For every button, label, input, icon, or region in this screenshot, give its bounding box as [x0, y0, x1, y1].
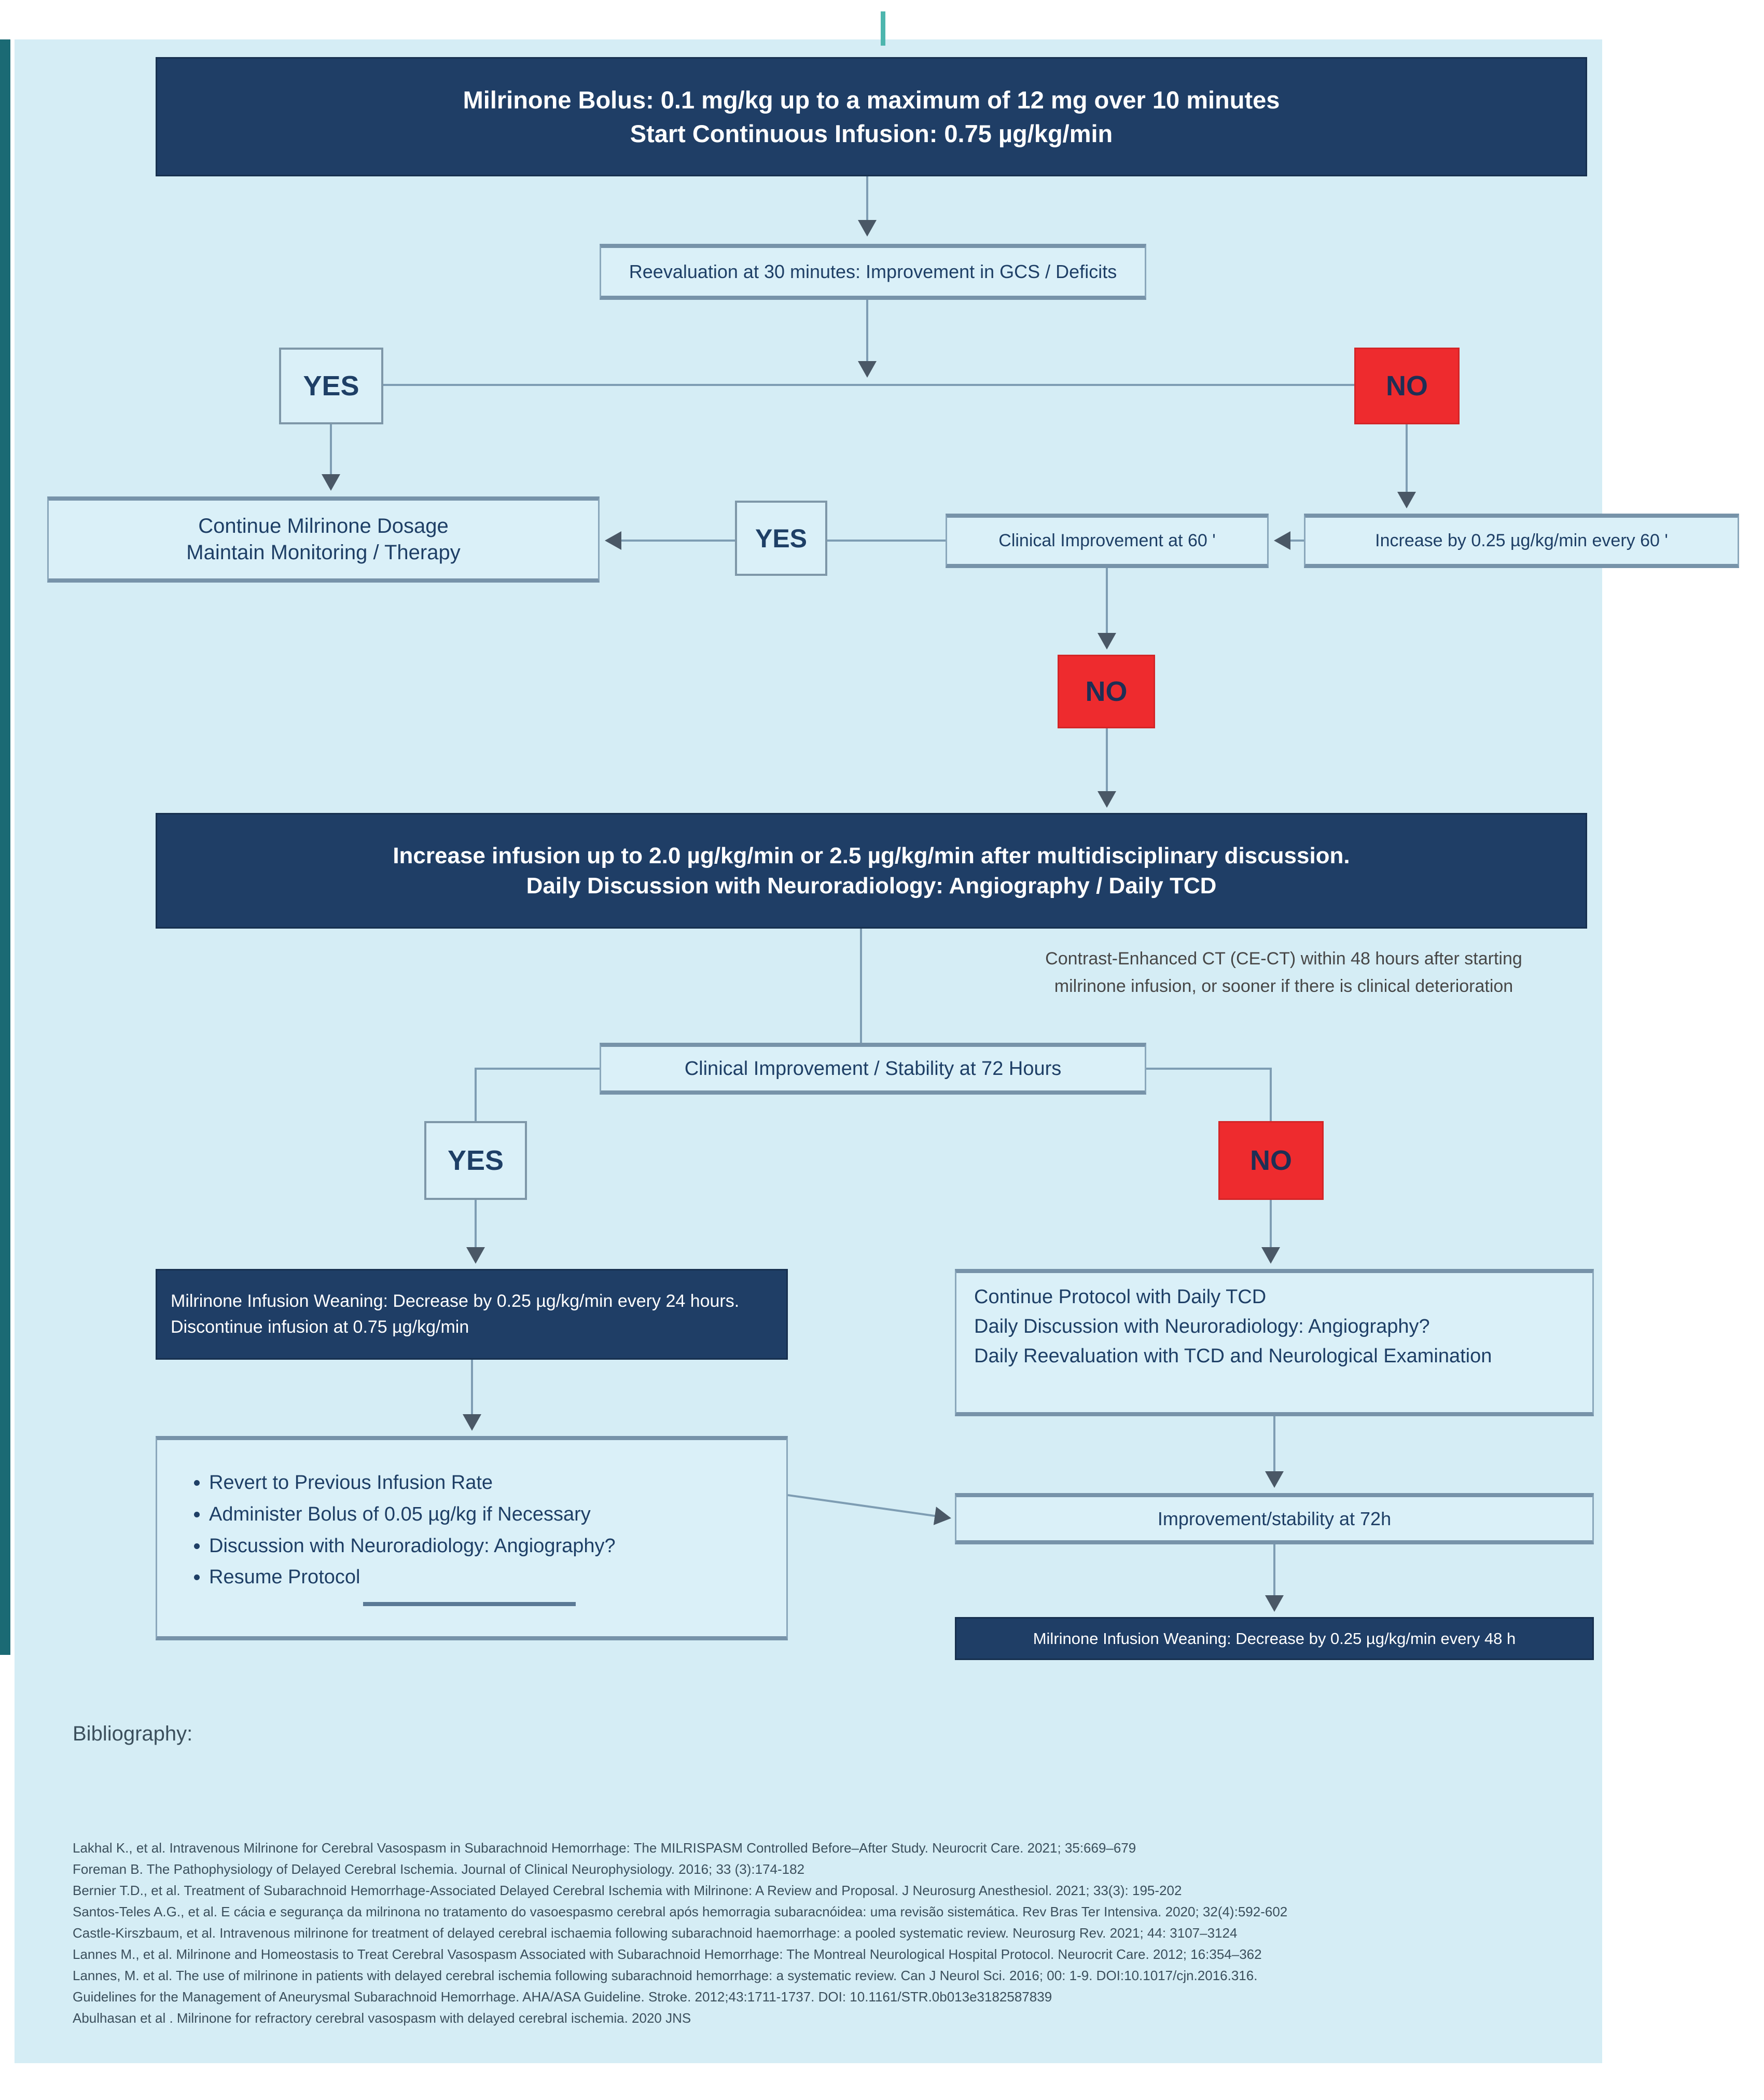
bolus-line: Milrinone Bolus: 0.1 mg/kg up to a maxim… — [463, 86, 1280, 114]
bibliography-heading: Bibliography: — [73, 1722, 193, 1745]
relapse-actions-box: Revert to Previous Infusion Rate Adminis… — [156, 1436, 788, 1640]
list-item: Resume Protocol — [209, 1562, 616, 1593]
continue-line2: Maintain Monitoring / Therapy — [186, 541, 461, 564]
top-cursor-tick — [881, 11, 885, 46]
divider-line — [363, 1602, 576, 1606]
bibliography-entry: Abulhasan et al . Milrinone for refracto… — [73, 2010, 691, 2026]
relapse-actions-list: Revert to Previous Infusion Rate Adminis… — [173, 1467, 616, 1593]
bibliography-entry: Foreman B. The Pathophysiology of Delaye… — [73, 1861, 805, 1877]
bolus-start-box: Milrinone Bolus: 0.1 mg/kg up to a maxim… — [156, 57, 1587, 176]
no-60min-box: NO — [1058, 655, 1155, 728]
bibliography-entry: Santos-Teles A.G., et al. E cácia e segu… — [73, 1904, 1288, 1919]
list-item: Administer Bolus of 0.05 µg/kg if Necess… — [209, 1499, 616, 1530]
escalate-line2: Daily Discussion with Neuroradiology: An… — [526, 873, 1217, 899]
continue-dosage-box: Continue Milrinone Dosage Maintain Monit… — [47, 496, 600, 583]
bibliography-entry: Lannes, M. et al. The use of milrinone i… — [73, 1968, 1258, 1983]
increase-rate-box: Increase by 0.25 µg/kg/min every 60 ' — [1304, 514, 1739, 568]
list-item: Revert to Previous Infusion Rate — [209, 1467, 616, 1499]
clinical-improvement-60-box: Clinical Improvement at 60 ' — [946, 514, 1269, 568]
list-item: Discussion with Neuroradiology: Angiogra… — [209, 1530, 616, 1562]
escalate-infusion-box: Increase infusion up to 2.0 µg/kg/min or… — [156, 813, 1587, 929]
bibliography-entry: Bernier T.D., et al. Treatment of Subara… — [73, 1883, 1182, 1898]
yes-60min-box: YES — [735, 501, 827, 576]
bibliography-entry: Lakhal K., et al. Intravenous Milrinone … — [73, 1840, 1136, 1856]
bibliography-entry: Guidelines for the Management of Aneurys… — [73, 1989, 1052, 2005]
weaning-24h-box: Milrinone Infusion Weaning: Decrease by … — [156, 1269, 788, 1360]
bibliography-list: Lakhal K., et al. Intravenous Milrinone … — [73, 1838, 1287, 2029]
stability-72h-box: Clinical Improvement / Stability at 72 H… — [600, 1043, 1146, 1095]
continue-line1: Continue Milrinone Dosage — [198, 515, 449, 537]
no-72h-box: NO — [1218, 1121, 1324, 1200]
bibliography-entry: Castle-Kirszbaum, et al. Intravenous mil… — [73, 1925, 1238, 1941]
yes-30min-box: YES — [279, 348, 383, 424]
continue-protocol-box: Continue Protocol with Daily TCD Daily D… — [955, 1269, 1594, 1416]
weaning-48h-box: Milrinone Infusion Weaning: Decrease by … — [955, 1617, 1594, 1660]
bibliography-entry: Lannes M., et al. Milrinone and Homeosta… — [73, 1946, 1262, 1962]
left-edge-strip — [0, 39, 10, 1655]
escalate-line1: Increase infusion up to 2.0 µg/kg/min or… — [393, 842, 1350, 868]
improvement-72h-box: Improvement/stability at 72h — [955, 1493, 1594, 1544]
yes-72h-box: YES — [424, 1121, 527, 1200]
no-30min-box: NO — [1354, 348, 1460, 424]
reevaluation-30min-box: Reevaluation at 30 minutes: Improvement … — [600, 244, 1146, 300]
ce-ct-note: Contrast-Enhanced CT (CE-CT) within 48 h… — [1045, 949, 1522, 996]
infusion-line: Start Continuous Infusion: 0.75 µg/kg/mi… — [630, 120, 1113, 147]
